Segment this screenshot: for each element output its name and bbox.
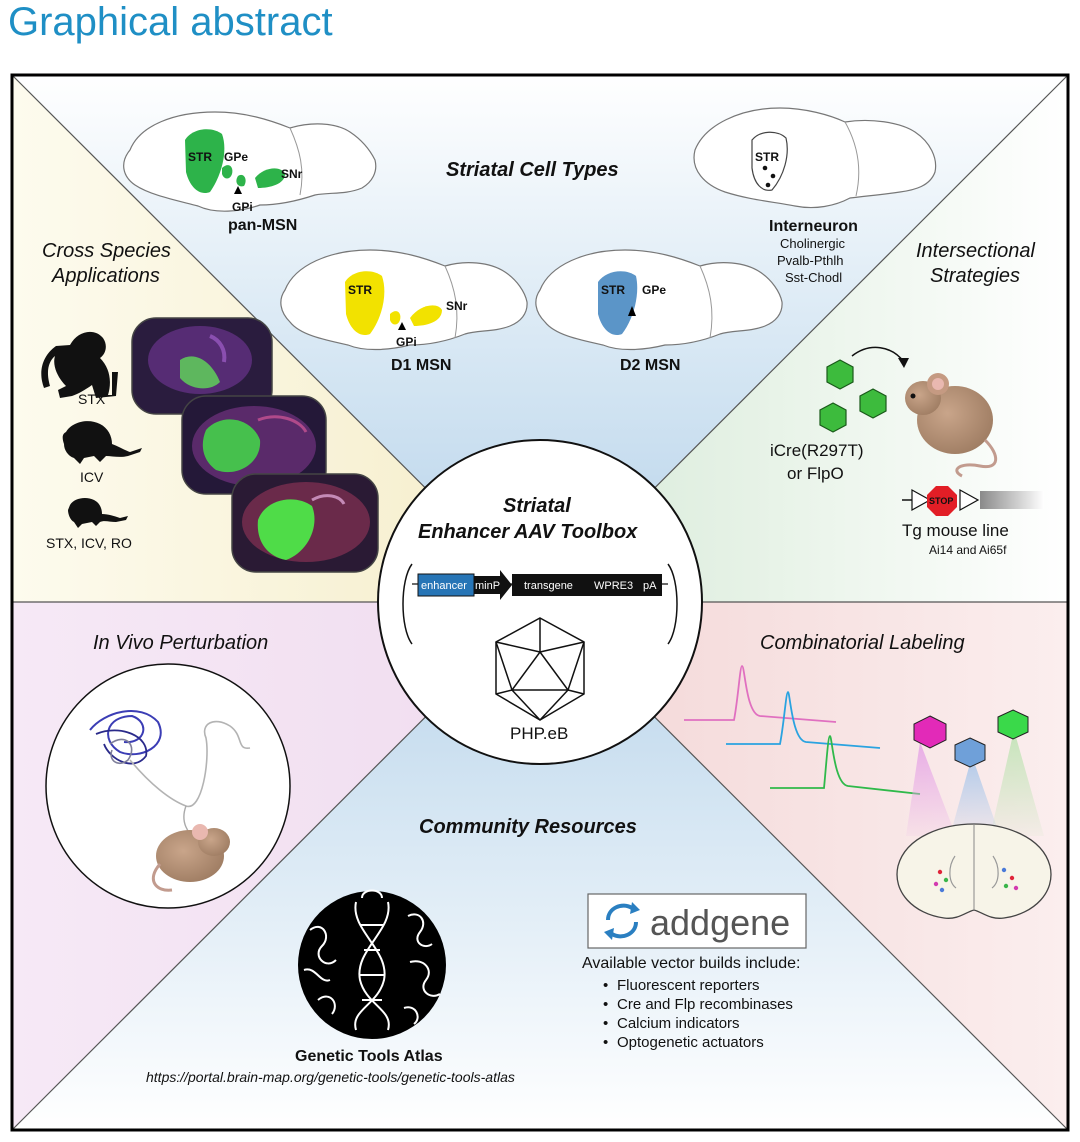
reporters-label: Ai14 and Ai65f bbox=[929, 543, 1007, 557]
brain-interneuron: STR bbox=[693, 107, 937, 209]
itr-left-icon bbox=[402, 563, 413, 645]
interneuron-subtype-sst: Sst-Chodl bbox=[785, 270, 843, 285]
vector-builds-intro: Available vector builds include: bbox=[582, 955, 801, 972]
rat-brain-section-image bbox=[181, 395, 327, 495]
green-capsid-icon bbox=[997, 709, 1029, 740]
d1-str-label: STR bbox=[348, 283, 372, 297]
behavior-arena bbox=[45, 663, 291, 909]
center-title-line2: Enhancer AAV Toolbox bbox=[418, 521, 638, 543]
pan-msn-snr-label: SNr bbox=[281, 167, 303, 181]
brain-pan-msn: STR GPe SNr GPi bbox=[123, 111, 377, 214]
construct-transgene: transgene bbox=[524, 580, 573, 592]
php-eb-capsid-icon bbox=[495, 617, 585, 721]
vector-build-item: Calcium indicators bbox=[617, 1014, 793, 1033]
genetic-tools-atlas-url[interactable]: https://portal.brain-map.org/genetic-too… bbox=[146, 1069, 515, 1085]
transduction-arrow bbox=[851, 346, 905, 363]
aav-green-capsids bbox=[819, 359, 887, 433]
pan-msn-gpi-label: GPi bbox=[232, 200, 253, 214]
construct-wpre3: WPRE3 bbox=[594, 580, 633, 592]
vector-build-item: Optogenetic actuators bbox=[617, 1033, 793, 1052]
community-resources-heading: Community Resources bbox=[419, 816, 637, 838]
stop-sign-icon bbox=[927, 486, 957, 516]
d2-msn-label: D2 MSN bbox=[620, 357, 681, 374]
d2-str-label: STR bbox=[601, 283, 625, 297]
stop-label: STOP bbox=[929, 496, 953, 506]
pan-msn-gpe-label: GPe bbox=[224, 150, 248, 164]
d2-gpe-label: GPe bbox=[642, 283, 666, 297]
vector-builds-list: Fluorescent reporters Cre and Flp recomb… bbox=[603, 976, 793, 1052]
combinatorial-labeling-heading: Combinatorial Labeling bbox=[760, 632, 965, 654]
vector-build-item: Cre and Flp recombinases bbox=[617, 995, 793, 1014]
recombinase-line2: or FlpO bbox=[787, 464, 844, 483]
interneuron-subtype-pvalb: Pvalb-Pthlh bbox=[777, 253, 844, 268]
monkey-brain-section-image bbox=[131, 317, 273, 415]
quadrant-bottom bbox=[12, 602, 1068, 1130]
genetic-tools-atlas-logo bbox=[298, 889, 446, 1039]
interneuron-label: Interneuron bbox=[769, 218, 858, 235]
pan-msn-label: pan-MSN bbox=[228, 217, 298, 234]
center-toolbox: enhancer minP transgene WPRE3 pA bbox=[377, 439, 703, 765]
perturbation-mouse-icon bbox=[151, 824, 230, 892]
combinatorial-brain-section bbox=[896, 709, 1052, 919]
rat-icon bbox=[62, 421, 142, 464]
wpre3-box bbox=[592, 574, 640, 596]
cross-species-heading-line2: Applications bbox=[52, 265, 160, 287]
pan-msn-str-label: STR bbox=[188, 150, 212, 164]
addgene-wordmark: addgene bbox=[650, 902, 790, 943]
brown-mouse-icon bbox=[905, 373, 998, 478]
itr-right-icon bbox=[667, 563, 678, 645]
fluorescence-traces bbox=[684, 665, 921, 795]
recombinase-line1: iCre(R297T) bbox=[770, 441, 864, 460]
center-title-line1: Striatal bbox=[503, 495, 571, 517]
d1-msn-label: D1 MSN bbox=[391, 357, 452, 374]
transgene-box bbox=[512, 574, 592, 596]
construct-minp: minP bbox=[475, 580, 500, 592]
mouse-silhouette-icon bbox=[68, 497, 128, 528]
intersectional-heading-line2: Strategies bbox=[930, 265, 1021, 287]
capsid-label: PHP.eB bbox=[510, 724, 569, 743]
mouse-line-label: Tg mouse line bbox=[902, 521, 1009, 540]
page-title: Graphical abstract bbox=[8, 0, 333, 44]
construct-pa: pA bbox=[643, 580, 657, 592]
striatal-cell-types-heading: Striatal Cell Types bbox=[446, 159, 619, 181]
vector-build-item: Fluorescent reporters bbox=[617, 976, 793, 995]
addgene-logo: addgene bbox=[587, 893, 807, 949]
monkey-icon bbox=[41, 331, 118, 398]
addgene-swirl-icon bbox=[606, 903, 638, 939]
d1-snr-label: SNr bbox=[446, 299, 468, 313]
interneuron-str-label: STR bbox=[755, 150, 779, 164]
cross-species-heading-line1: Cross Species bbox=[42, 240, 171, 262]
intersectional-heading-line1: Intersectional bbox=[916, 240, 1035, 262]
route-multi-label: STX, ICV, RO bbox=[46, 535, 132, 551]
brain-d2-msn: STR GPe bbox=[535, 249, 783, 351]
minp-arrow bbox=[474, 570, 512, 600]
d1-gpi-label: GPi bbox=[396, 335, 417, 349]
construct-enhancer: enhancer bbox=[421, 580, 467, 592]
route-stx-label: STX bbox=[78, 391, 106, 407]
interneuron-subtype-cholinergic: Cholinergic bbox=[780, 236, 846, 251]
brain-d1-msn: STR SNr GPi bbox=[280, 249, 528, 351]
mouse-brain-section-image bbox=[231, 473, 379, 573]
in-vivo-perturbation-heading: In Vivo Perturbation bbox=[93, 632, 269, 654]
genetic-tools-atlas-label: Genetic Tools Atlas bbox=[295, 1048, 443, 1065]
magenta-capsid-icon bbox=[913, 715, 947, 749]
pa-box bbox=[640, 574, 662, 596]
route-icv-label: ICV bbox=[80, 469, 104, 485]
blue-capsid-icon bbox=[954, 737, 986, 768]
reporter-cassette: STOP bbox=[902, 486, 1044, 516]
figure-frame bbox=[10, 73, 1070, 1132]
